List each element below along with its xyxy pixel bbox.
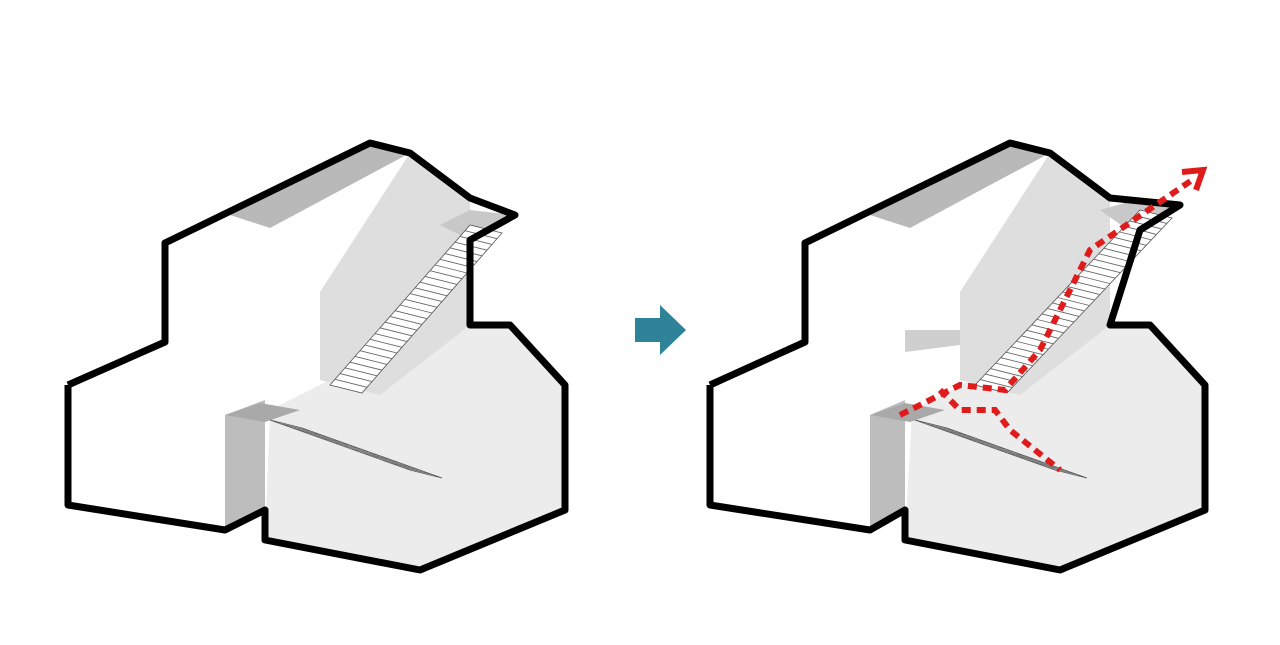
- lower-left-white: [710, 355, 870, 530]
- stair-tread: [404, 298, 438, 308]
- stair-tread: [1052, 302, 1085, 312]
- path-end-arrowhead-icon: [1181, 166, 1208, 191]
- stair-tread: [1088, 264, 1121, 274]
- upper-white-face: [805, 228, 960, 380]
- stair-tread: [934, 426, 968, 436]
- stair-tread: [334, 378, 368, 388]
- stair-tread: [369, 338, 403, 348]
- building-before: [64, 139, 569, 574]
- building-after: [706, 139, 1209, 574]
- stair-tread: [1000, 357, 1033, 367]
- stair-tread: [359, 350, 393, 360]
- stair-landing: [440, 210, 515, 240]
- circulation-path-up: [898, 175, 1197, 418]
- stair-tread: [369, 455, 403, 465]
- building-outline: [64, 139, 569, 574]
- stair-tread: [994, 448, 1028, 458]
- stair-tread: [980, 379, 1013, 388]
- roof-dark-face: [230, 143, 410, 228]
- stair-tread: [309, 433, 343, 443]
- stair-tread: [339, 444, 373, 454]
- stair-tread: [1004, 451, 1038, 461]
- stair-tread: [424, 275, 458, 285]
- stair-tread: [1021, 335, 1054, 345]
- stair-tread: [1026, 329, 1059, 339]
- stair-tread: [399, 465, 433, 475]
- stair-tread: [419, 281, 453, 291]
- stair-tread: [399, 304, 433, 314]
- stair-tread: [944, 430, 978, 440]
- stair-tread: [339, 373, 373, 383]
- stair-tread: [389, 462, 423, 472]
- stair-tread: [279, 423, 313, 433]
- stair-tread: [1072, 280, 1106, 290]
- main-volume-wall: [320, 153, 470, 395]
- stair-tread: [1044, 465, 1078, 475]
- stair-tread: [414, 287, 448, 297]
- stair-tread: [359, 451, 393, 461]
- stair-tread: [349, 448, 383, 458]
- stair-tread: [289, 426, 323, 436]
- cutout-shadow: [905, 330, 960, 352]
- stair-tread: [974, 440, 1008, 450]
- stair-tread: [389, 315, 423, 325]
- stair-tread: [449, 247, 483, 257]
- stair-tread: [429, 270, 463, 280]
- roof-dark-face: [870, 143, 1050, 228]
- transition-arrow-icon: [635, 305, 686, 355]
- stair-tread: [1010, 346, 1044, 356]
- stair-tread: [1083, 269, 1116, 279]
- building-outline: [706, 139, 1209, 574]
- stair-tread: [1047, 308, 1080, 317]
- main-volume-wall: [960, 153, 1110, 395]
- stair-tread: [1014, 455, 1048, 465]
- stair-tread: [990, 368, 1023, 378]
- lower-stair-flight: [269, 419, 443, 479]
- stair-tread: [1098, 253, 1131, 263]
- stair-tread: [1067, 286, 1100, 295]
- lower-left-white: [68, 355, 225, 530]
- lower-stair-flight: [914, 419, 1088, 479]
- shaft-wall: [870, 400, 905, 530]
- stair-tread: [384, 321, 418, 331]
- upper-white-face: [165, 228, 320, 380]
- stair-tread: [1057, 297, 1090, 306]
- stair-tread: [299, 430, 333, 440]
- stair-tread: [344, 367, 378, 377]
- stair-tread: [984, 444, 1018, 454]
- stair-tread: [1114, 236, 1147, 246]
- stair-tread: [354, 355, 388, 365]
- stair-tread: [1078, 275, 1111, 285]
- stair-tread: [924, 423, 958, 433]
- stair-tread: [1093, 258, 1126, 268]
- stair-tread: [364, 344, 398, 354]
- stair-tread: [379, 327, 413, 337]
- stair-tread: [409, 293, 443, 303]
- stair-tread: [329, 440, 363, 450]
- stair-tread: [394, 310, 428, 320]
- stair-tread: [964, 437, 998, 447]
- lower-stair-landing: [225, 403, 300, 422]
- shaft-wall: [225, 400, 265, 530]
- stair-tread: [1034, 462, 1068, 472]
- stair-tread: [319, 437, 353, 447]
- circulation-path-down: [937, 387, 1062, 473]
- stair-tread: [434, 264, 468, 274]
- stair-tread: [954, 433, 988, 443]
- stair-tread: [374, 333, 408, 343]
- stair-tread: [349, 361, 383, 371]
- stair-flight: [329, 224, 503, 394]
- stair-tread: [379, 458, 413, 468]
